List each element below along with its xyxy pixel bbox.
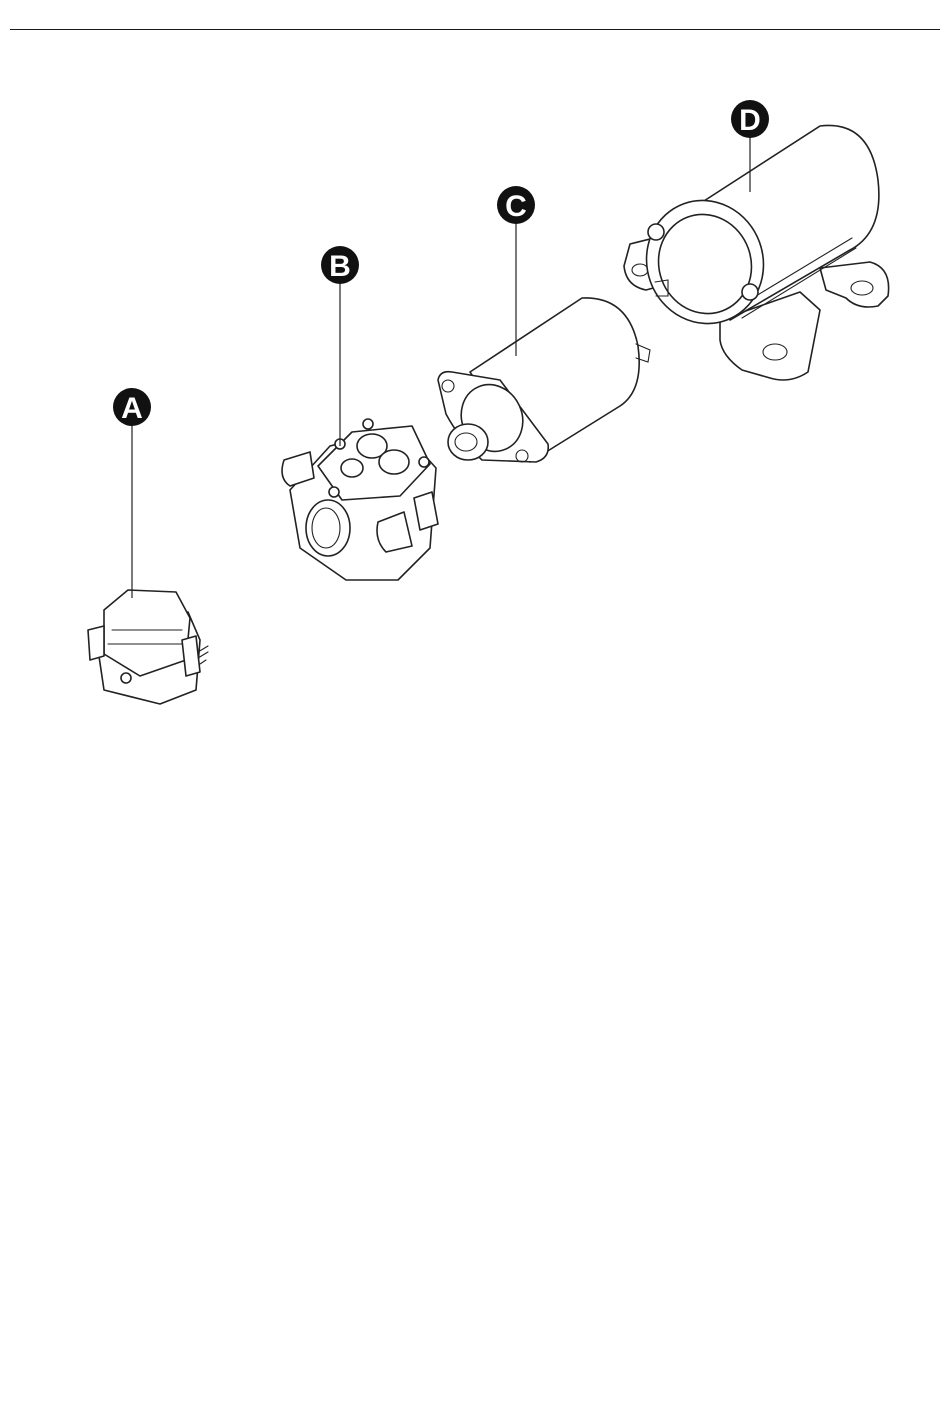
part-d-housing	[624, 125, 889, 380]
callout-c: C	[497, 186, 535, 224]
callout-b-label: B	[329, 250, 351, 283]
part-b-pump-head	[282, 419, 438, 580]
callout-d-label: D	[739, 104, 761, 137]
callout-c-label: C	[505, 190, 527, 223]
callout-d: D	[731, 100, 769, 138]
part-c-motor	[438, 298, 650, 462]
callout-a: A	[113, 388, 151, 426]
callout-b: B	[321, 246, 359, 284]
callout-a-label: A	[121, 392, 143, 425]
part-a-switch	[88, 590, 208, 704]
